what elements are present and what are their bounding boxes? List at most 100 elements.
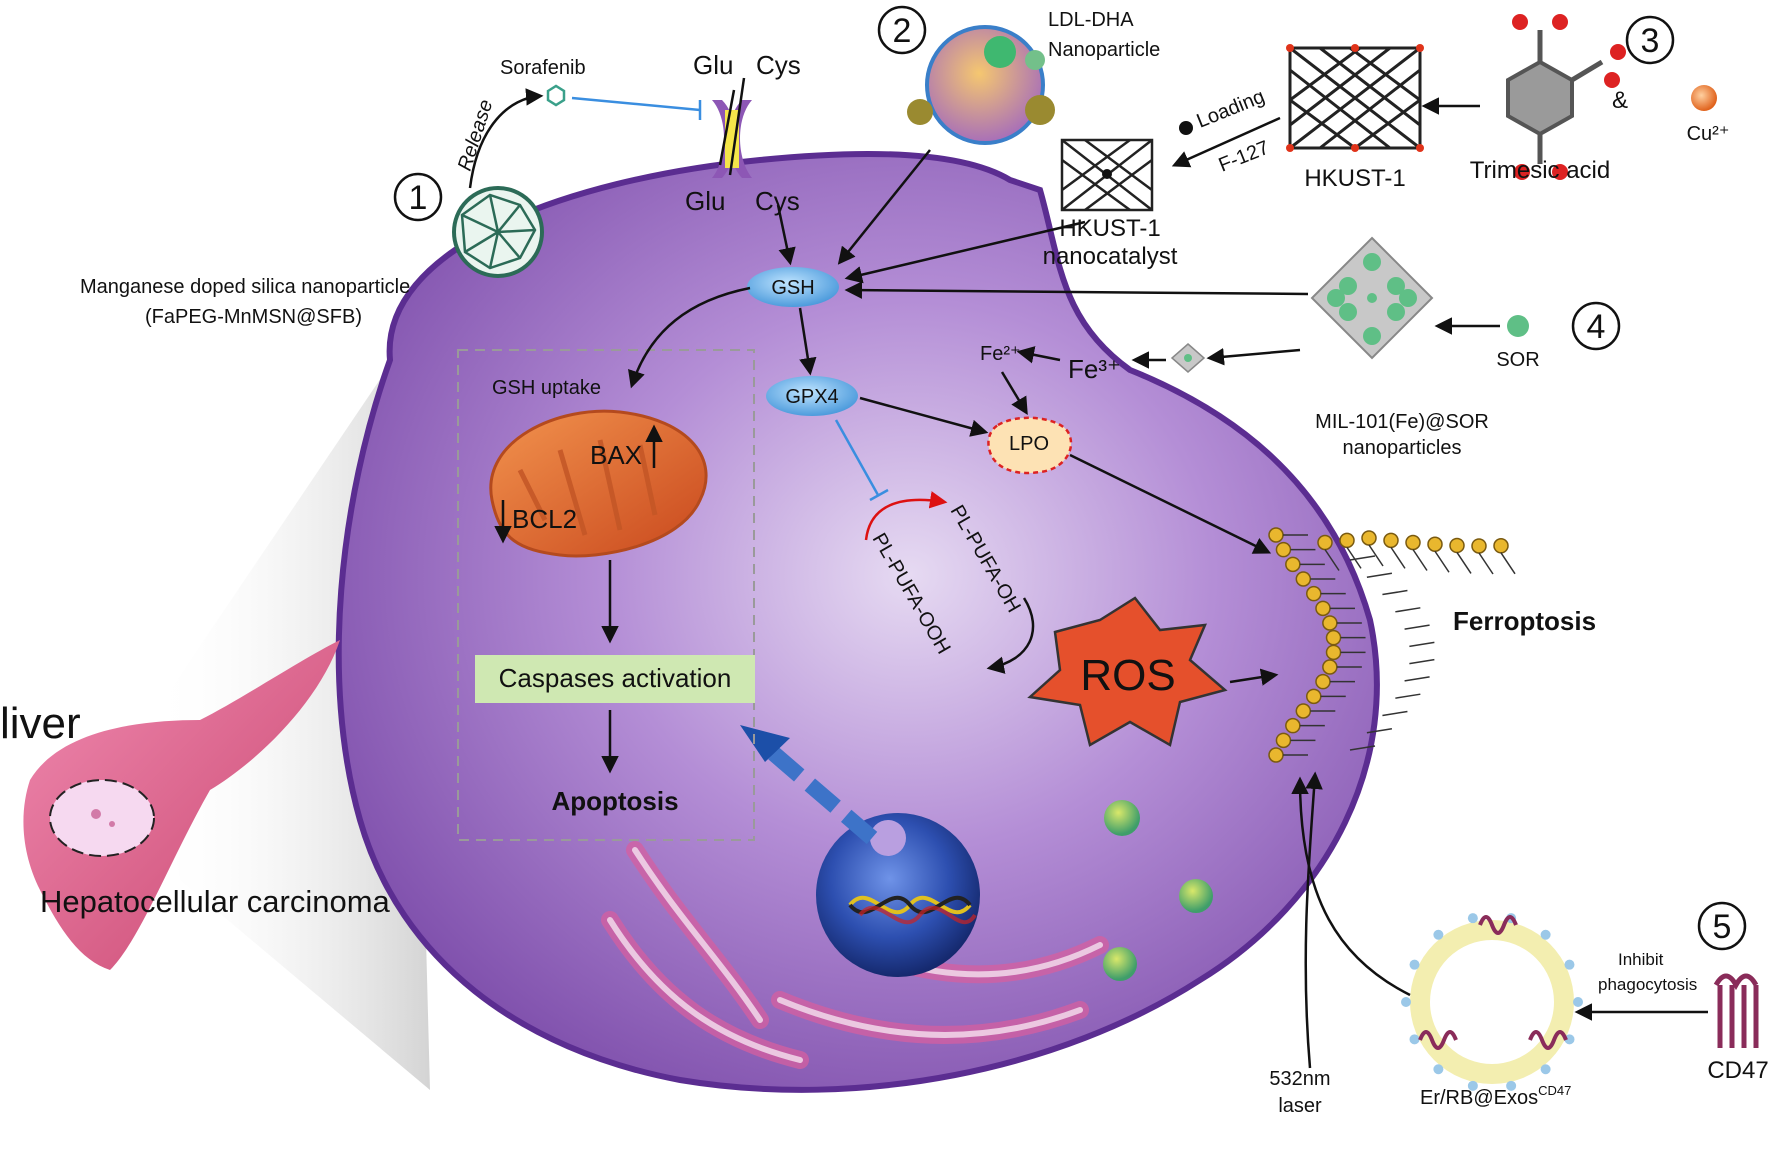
ferroptosis-label: Ferroptosis bbox=[1453, 606, 1596, 636]
lpo-blob bbox=[987, 416, 1073, 475]
fapeg-label: (FaPEG-MnMSN@SFB) bbox=[145, 306, 362, 328]
exosome-surface-dot bbox=[1433, 929, 1444, 940]
gpx4-label: GPX4 bbox=[785, 386, 838, 408]
pl-cycle-lower-arrow bbox=[986, 597, 1035, 674]
exosome-surface-dot bbox=[1401, 997, 1411, 1007]
exosome-surface-dot bbox=[1506, 1080, 1517, 1091]
lpo-to-membrane-arrow bbox=[1069, 453, 1272, 554]
gpx4-inhibit-line bbox=[834, 419, 880, 496]
liver-label: liver bbox=[0, 699, 81, 748]
lipid-tail bbox=[1382, 710, 1408, 717]
step-marker: 5 bbox=[1697, 901, 1747, 951]
lipid-tail bbox=[1382, 589, 1408, 596]
step-marker: 2 bbox=[877, 5, 927, 55]
gsh-bubble bbox=[747, 267, 839, 307]
step-2-label: 2 bbox=[893, 12, 912, 50]
gsh-to-mito-arrow bbox=[628, 286, 751, 389]
vesicle bbox=[1179, 879, 1213, 913]
gsh-uptake-label: GSH uptake bbox=[492, 377, 601, 399]
sor-label: SOR bbox=[1496, 349, 1539, 371]
lipid-tail bbox=[1346, 546, 1362, 569]
loading-dot-icon bbox=[1179, 121, 1193, 135]
lipid-head bbox=[1383, 532, 1399, 549]
lipid-head bbox=[1285, 717, 1301, 734]
lipid-head bbox=[1493, 538, 1509, 554]
nucleolus bbox=[870, 820, 906, 856]
step-3-label: 3 bbox=[1641, 22, 1660, 60]
lipid-head bbox=[1405, 534, 1421, 551]
ampersand-label: & bbox=[1612, 87, 1628, 114]
lipid-head bbox=[1325, 629, 1342, 646]
lipid-head bbox=[1427, 536, 1443, 553]
lipid-head bbox=[1268, 527, 1284, 543]
step-4-label: 4 bbox=[1587, 308, 1606, 346]
laser-arrow bbox=[1304, 771, 1323, 1069]
vesicle bbox=[1104, 800, 1140, 836]
pl-cycle-upper-arrow bbox=[864, 491, 948, 541]
hkust1-nanocatalyst-label: HKUST-1 bbox=[1059, 215, 1160, 242]
trimesic-acid-label: Trimesic acid bbox=[1470, 157, 1610, 184]
lipid-head bbox=[1275, 541, 1292, 558]
mil101-label: MIL-101(Fe)@SOR bbox=[1315, 411, 1489, 433]
step-1-label: 1 bbox=[409, 179, 428, 217]
hepatocellular-carcinoma-label: Hepatocellular carcinoma bbox=[40, 884, 391, 919]
lipid-tail bbox=[1366, 572, 1393, 579]
bcl2-label: BCL2 bbox=[512, 504, 577, 534]
lipid-head bbox=[1315, 600, 1331, 617]
bax-label: BAX bbox=[590, 440, 642, 470]
lipid-head bbox=[1268, 747, 1284, 763]
cu-label: Cu²⁺ bbox=[1687, 123, 1730, 145]
lipid-tail bbox=[1349, 745, 1376, 751]
exosome-to-membrane-arrow bbox=[1291, 776, 1411, 997]
lipid-head bbox=[1295, 703, 1312, 719]
step-5-label: 5 bbox=[1713, 908, 1732, 946]
lipid-tail bbox=[1404, 624, 1430, 630]
lpo-label: LPO bbox=[1009, 433, 1049, 455]
lipid-tail bbox=[1456, 552, 1472, 574]
gsh-to-gpx4-arrow bbox=[798, 307, 817, 376]
exosome-surface-dot bbox=[1467, 913, 1478, 924]
lipid-head bbox=[1471, 538, 1487, 554]
lipid-head bbox=[1306, 688, 1322, 705]
lipid-head bbox=[1285, 556, 1301, 573]
caspases-box bbox=[475, 655, 755, 703]
step-marker: 3 bbox=[1625, 15, 1675, 65]
ros-to-membrane-arrow bbox=[1229, 668, 1279, 686]
apoptosis-label: Apoptosis bbox=[551, 786, 678, 816]
lipid-tail bbox=[1404, 676, 1430, 682]
nucleus-signal-arrow bbox=[740, 725, 878, 845]
liver-organ bbox=[23, 640, 340, 970]
lipid-tail bbox=[1368, 544, 1384, 567]
lipid-tail bbox=[1409, 641, 1435, 648]
glu-bottom-label: Glu bbox=[685, 186, 725, 216]
apoptosis-region bbox=[457, 349, 755, 841]
lipid-tail bbox=[1412, 549, 1428, 571]
hkust1-lattice bbox=[1288, 46, 1422, 150]
exosome-label: Er/RB@ExosCD47 bbox=[1420, 1083, 1571, 1109]
mil101-nanoparticles-label: nanoparticles bbox=[1343, 437, 1462, 459]
cys-to-gsh-arrow bbox=[776, 204, 796, 266]
gsh-label: GSH bbox=[771, 277, 814, 299]
ldl-dha-nanoparticle bbox=[907, 25, 1055, 145]
exosome-surface-dot bbox=[1540, 929, 1551, 940]
laser-label: laser bbox=[1278, 1095, 1322, 1117]
lipid-head bbox=[1317, 534, 1333, 551]
lipid-tail bbox=[1409, 658, 1435, 665]
inhibit-label: Inhibit bbox=[1618, 950, 1664, 969]
hkust1-label: HKUST-1 bbox=[1304, 165, 1405, 192]
laser-wavelength-label: 532nm bbox=[1269, 1068, 1330, 1090]
fe3-label: Fe³⁺ bbox=[1068, 354, 1121, 384]
release-arrow bbox=[468, 88, 544, 189]
caspases-label: Caspases activation bbox=[499, 663, 732, 693]
release-label: Release bbox=[454, 97, 498, 174]
silica-cage-nanoparticle bbox=[452, 186, 544, 278]
sorafenib-inhibit-line bbox=[571, 96, 701, 112]
lipid-tail bbox=[1500, 552, 1516, 575]
lipid-tail bbox=[1324, 549, 1340, 571]
ros-label: ROS bbox=[1080, 651, 1175, 700]
glu-out-arrow bbox=[718, 89, 736, 166]
lipid-tail bbox=[1390, 546, 1406, 569]
manganese-label: Manganese doped silica nanoparticle bbox=[80, 276, 410, 298]
